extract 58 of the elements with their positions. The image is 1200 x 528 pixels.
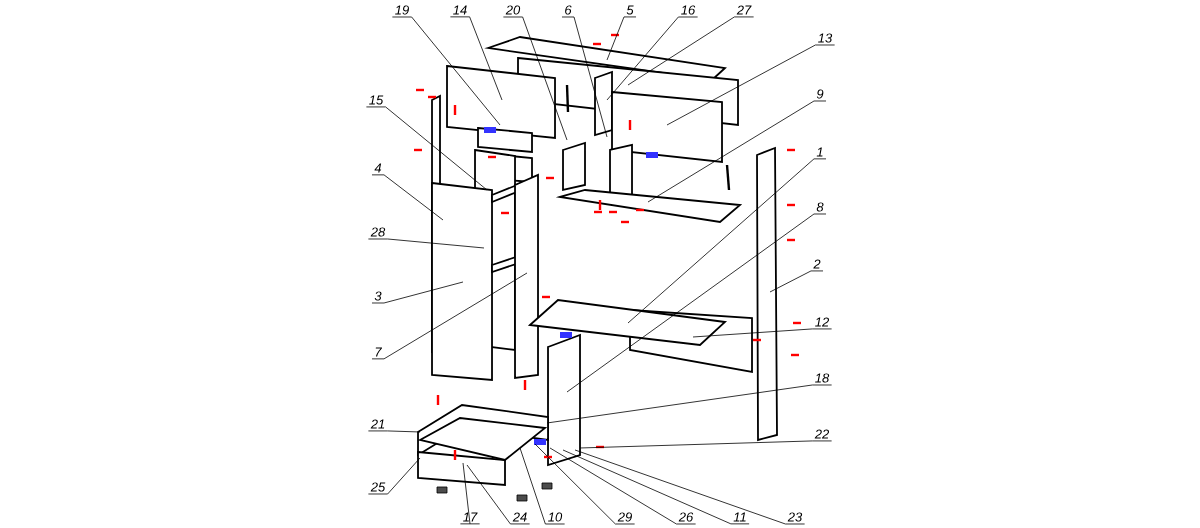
leader-line [606, 16, 679, 101]
leader-line [666, 44, 816, 126]
leader-line [769, 270, 812, 293]
callout-number: 8 [813, 200, 827, 215]
callout-number: 27 [733, 3, 755, 18]
callout-number: 14 [450, 3, 471, 18]
callout-number: 29 [615, 510, 636, 525]
leader-line [573, 16, 608, 138]
callout-number: 19 [391, 3, 413, 18]
leader-line [383, 174, 444, 221]
callout-number: 9 [813, 87, 827, 102]
callout-number: 7 [371, 345, 385, 360]
leader-line [519, 447, 546, 525]
leader-line [574, 449, 786, 525]
leader-line [383, 272, 528, 360]
leader-line [387, 457, 421, 495]
callout-number: 10 [544, 510, 566, 525]
leader-line [387, 238, 485, 249]
callout-number: 12 [811, 315, 833, 330]
callout-number: 5 [623, 3, 637, 18]
callout-number: 6 [561, 3, 575, 18]
callout-number: 26 [676, 510, 697, 525]
callout-number: 11 [730, 510, 750, 525]
leader-line [383, 281, 464, 304]
callout-number: 17 [460, 510, 481, 525]
callout-number: 28 [368, 225, 389, 240]
leader-line [606, 16, 625, 61]
callout-number: 1 [813, 145, 827, 160]
callout-number: 4 [371, 161, 385, 176]
leader-line [534, 443, 616, 525]
leader-line [466, 464, 511, 525]
leader-line [627, 158, 815, 324]
callout-number: 2 [810, 257, 824, 272]
leader-line [462, 462, 471, 525]
callout-number: 16 [678, 3, 699, 18]
leader-line [579, 440, 813, 449]
callout-number: 13 [815, 31, 836, 46]
leader-line [546, 384, 813, 424]
leader-line [469, 16, 503, 101]
callout-number: 24 [510, 510, 531, 525]
leader-line [627, 16, 735, 86]
leader-line [522, 16, 568, 141]
callout-number: 22 [811, 427, 833, 442]
leader-line [385, 106, 488, 191]
callout-number: 20 [502, 3, 524, 18]
callout-number: 23 [784, 510, 806, 525]
callout-number: 3 [371, 289, 385, 304]
callout-number: 21 [368, 417, 389, 432]
leader-line [692, 328, 813, 338]
leader-line [566, 213, 815, 393]
leader-line [549, 447, 677, 525]
callout-number: 15 [366, 93, 387, 108]
leader-line [411, 16, 501, 126]
callout-number: 18 [811, 371, 833, 386]
callout-number: 25 [368, 480, 389, 495]
leader-line [387, 430, 421, 433]
leader-line [562, 449, 732, 525]
leader-line [647, 100, 815, 203]
